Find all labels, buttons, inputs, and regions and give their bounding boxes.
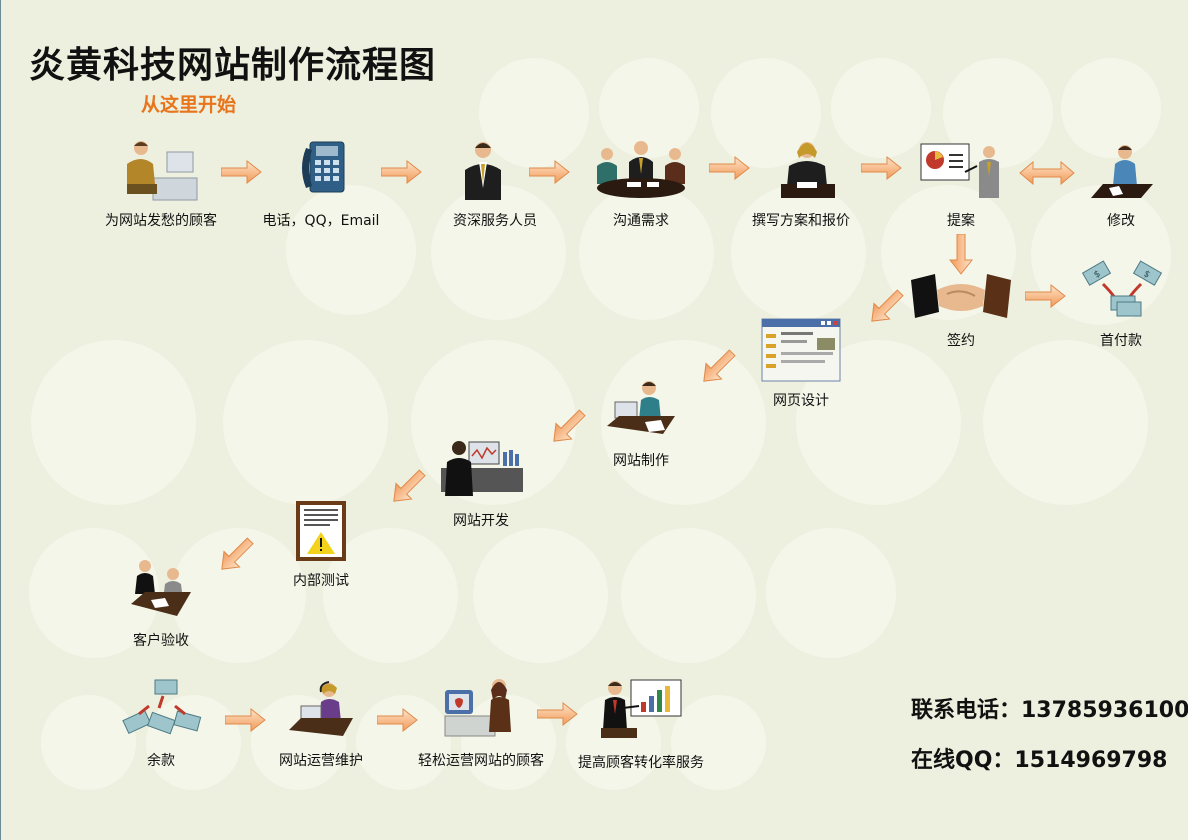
- step-label-16: 网站运营维护: [279, 753, 363, 769]
- step-label-17: 轻松运营网站的顾客: [418, 753, 544, 769]
- bg-bubble: [579, 185, 714, 320]
- step-label-1: 为网站发愁的顾客: [105, 213, 217, 229]
- step-revision: [1089, 142, 1155, 202]
- writing-proposal-icon: [781, 142, 835, 198]
- svg-text:$: $: [1142, 269, 1152, 281]
- step-label-18: 提高顾客转化率服务: [578, 755, 704, 771]
- step-label-2: 电话，QQ，Email: [262, 213, 380, 229]
- step-label-13: 内部测试: [293, 573, 349, 589]
- step-client-acceptance: [129, 558, 193, 622]
- flow-arrow-right: [861, 156, 902, 180]
- flow-arrow-down: [949, 234, 973, 275]
- step-label-12: 网站开发: [453, 513, 509, 529]
- step-label-8: 签约: [947, 333, 975, 349]
- revision-icon: [1091, 145, 1153, 198]
- flow-arrow-right: [529, 160, 570, 184]
- bg-bubble: [1061, 58, 1161, 158]
- step-writing-proposal: [779, 138, 837, 202]
- worried-customer-icon: [127, 141, 198, 201]
- bg-bubble: [41, 695, 136, 790]
- step-label-5: 撰写方案和报价: [752, 213, 850, 229]
- bg-bubble: [671, 695, 766, 790]
- bg-bubble: [146, 695, 241, 790]
- step-conversion-service: [599, 678, 683, 740]
- flow-arrow-right: [381, 160, 422, 184]
- bg-bubble: [766, 528, 896, 658]
- handshake-icon: [911, 274, 1011, 318]
- start-label: 从这里开始: [141, 94, 237, 116]
- bg-bubble: [731, 185, 866, 320]
- step-label-4: 沟通需求: [613, 213, 669, 229]
- website-development-icon: [441, 441, 523, 496]
- flow-arrow-down-left: [387, 466, 429, 508]
- step-label-11: 网站制作: [613, 453, 669, 469]
- website-building-icon: [607, 381, 675, 434]
- contact-phone: 联系电话：13785936100: [911, 698, 1188, 723]
- bg-bubble: [31, 340, 196, 505]
- bg-bubble: [831, 58, 931, 158]
- page-title: 炎黄科技网站制作流程图: [29, 45, 437, 86]
- flow-arrow-right: [377, 708, 418, 732]
- meeting-icon: [597, 141, 685, 198]
- bg-bubble: [431, 185, 566, 320]
- happy-customer-icon: [444, 679, 511, 737]
- flow-arrow-down-left: [547, 406, 589, 448]
- flow-arrow-both: [1019, 160, 1075, 186]
- step-telephone: [296, 138, 346, 198]
- step-label-7: 修改: [1107, 213, 1135, 229]
- flow-arrow-right: [709, 156, 750, 180]
- step-label-9: 首付款: [1100, 333, 1142, 349]
- flow-arrow-right: [225, 708, 266, 732]
- bg-bubble: [473, 528, 608, 663]
- step-worried-customer: [119, 138, 199, 202]
- internal-test-icon: [296, 501, 346, 561]
- client-acceptance-icon: [131, 560, 191, 616]
- step-label-15: 余款: [147, 753, 175, 769]
- flow-arrow-right: [221, 160, 262, 184]
- bg-bubble: [621, 528, 756, 663]
- telephone-icon: [302, 141, 345, 193]
- presentation-icon: [920, 143, 999, 198]
- step-web-page-design: [761, 318, 841, 382]
- flow-arrow-right: [537, 702, 578, 726]
- step-presentation: [919, 142, 1005, 200]
- flow-arrow-down-left: [865, 286, 907, 328]
- step-website-development: [439, 438, 525, 498]
- operation-maintenance-icon: [289, 681, 353, 736]
- step-website-building: [605, 378, 677, 440]
- step-meeting: [593, 138, 689, 200]
- step-label-10: 网页设计: [773, 393, 829, 409]
- step-label-6: 提案: [947, 213, 975, 229]
- step-down-payment: $ $: [1081, 258, 1163, 318]
- web-page-design-icon: [761, 318, 841, 382]
- step-final-payment: [119, 678, 203, 740]
- step-service-staff: [461, 138, 505, 202]
- down-payment-icon: $ $: [1081, 260, 1163, 317]
- contact-qq: 在线QQ：1514969798: [911, 748, 1168, 773]
- bg-bubble: [479, 58, 589, 168]
- flow-arrow-right: [1025, 284, 1066, 308]
- flow-arrow-down-left: [215, 534, 257, 576]
- flow-arrow-down-left: [697, 346, 739, 388]
- bg-bubble: [983, 340, 1148, 505]
- step-internal-test: [295, 500, 347, 562]
- conversion-service-icon: [601, 679, 682, 738]
- bg-bubble: [223, 340, 388, 505]
- step-operation-maintenance: [287, 678, 355, 740]
- svg-text:$: $: [1093, 269, 1103, 281]
- step-handshake: [909, 272, 1013, 324]
- bg-bubble: [599, 58, 699, 158]
- bg-bubble: [286, 185, 416, 315]
- final-payment-icon: [122, 679, 202, 735]
- step-happy-customer: [443, 676, 523, 742]
- step-label-3: 资深服务人员: [453, 213, 537, 229]
- service-staff-icon: [465, 142, 501, 200]
- step-label-14: 客户验收: [133, 633, 189, 649]
